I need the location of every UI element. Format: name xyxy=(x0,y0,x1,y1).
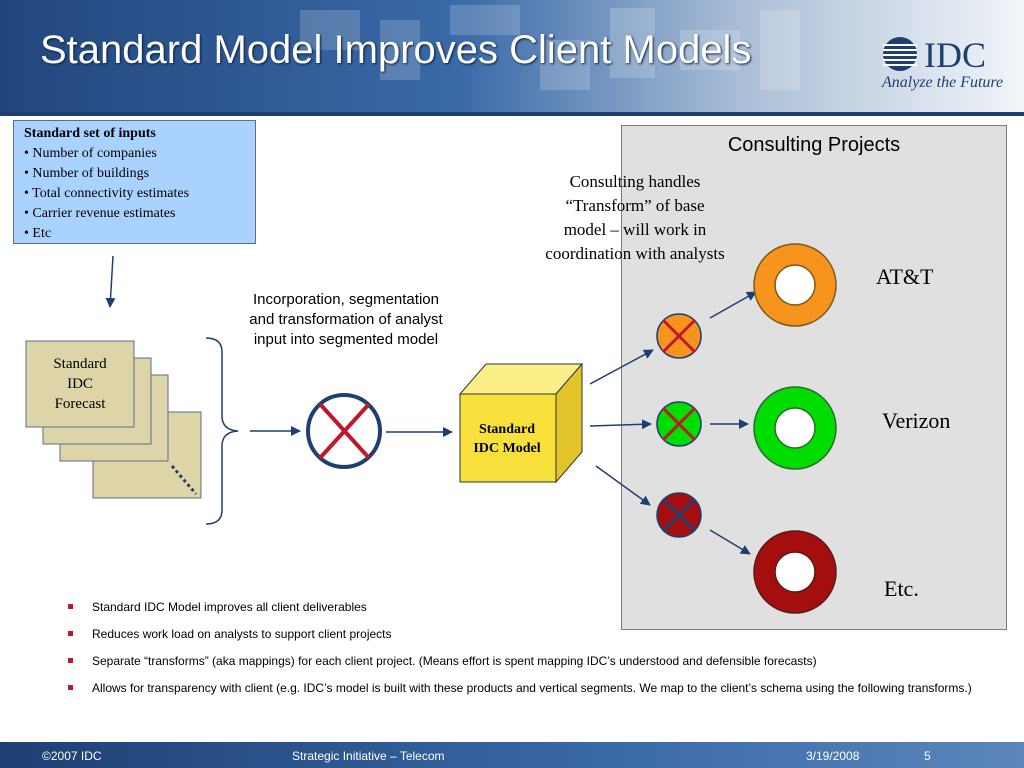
verizon-transform-node xyxy=(656,401,702,447)
consulting-note: Consulting handles “Transform” of base m… xyxy=(545,172,725,263)
etc-transform-node xyxy=(656,492,702,538)
page-title: Standard Model Improves Client Models xyxy=(40,28,752,72)
footer-date: 3/19/2008 xyxy=(806,749,860,763)
globe-icon xyxy=(883,37,917,71)
footer-title: Strategic Initiative – Telecom xyxy=(292,749,445,763)
bullet-list: Standard IDC Model improves all client d… xyxy=(68,600,1008,708)
slide-footer: ©2007 IDC Strategic Initiative – Telecom… xyxy=(0,742,1024,768)
client-att: AT&T xyxy=(876,264,934,289)
client-verizon: Verizon xyxy=(882,408,951,433)
client-etc: Etc. xyxy=(884,576,919,601)
bullet-item: Separate “transforms” (aka mappings) for… xyxy=(68,654,1008,669)
bullet-text: Allows for transparency with client (e.g… xyxy=(92,681,972,695)
model-label-line: Standard xyxy=(478,422,536,437)
bullet-marker xyxy=(68,685,73,690)
bullet-text: Separate “transforms” (aka mappings) for… xyxy=(92,654,817,668)
model-to-verizon-transform-arrow xyxy=(589,419,652,430)
etc-ring xyxy=(753,530,837,614)
model-to-etc-transform-arrow xyxy=(595,465,651,506)
model-label: Standard IDC Model xyxy=(462,420,552,458)
etc-arrow xyxy=(709,529,751,555)
header-divider xyxy=(0,112,1024,116)
bullet-item: Standard IDC Model improves all client d… xyxy=(68,600,1008,615)
att-arrow xyxy=(709,291,757,319)
bullet-item: Reduces work load on analysts to support… xyxy=(68,627,1008,642)
grouping-brace xyxy=(205,337,239,525)
forecast-label: Standard IDC Forecast xyxy=(28,354,132,414)
footer-copyright: ©2007 IDC xyxy=(42,749,102,763)
inputs-item: • Carrier revenue estimates xyxy=(24,206,176,221)
forecast-label-line: IDC xyxy=(67,376,93,392)
att-ring xyxy=(753,243,837,327)
transform-node xyxy=(306,393,382,469)
logo-tagline: Analyze the Future xyxy=(882,74,1004,91)
model-label-line: IDC Model xyxy=(473,441,541,456)
forecast-page-1 xyxy=(25,340,135,428)
inputs-item: • Number of companies xyxy=(24,146,157,161)
bullet-item: Allows for transparency with client (e.g… xyxy=(68,681,1008,696)
logo-wordmark: IDC xyxy=(924,35,986,75)
standard-idc-model-cube xyxy=(458,362,584,484)
bullet-marker xyxy=(68,604,73,609)
forecast-label-line: Forecast xyxy=(54,396,106,412)
forecast-label-line: Standard xyxy=(53,356,107,372)
att-transform-node xyxy=(656,313,702,359)
verizon-ring xyxy=(753,386,837,470)
model-to-att-transform-arrow xyxy=(589,349,654,385)
more-pages-dots xyxy=(170,465,198,495)
incorporation-text: Incorporation, segmentation and transfor… xyxy=(249,291,443,348)
page-number: 5 xyxy=(924,749,931,763)
inputs-arrow xyxy=(105,255,116,308)
header-texture xyxy=(300,5,800,90)
bullet-text: Standard IDC Model improves all client d… xyxy=(92,600,367,614)
idc-logo: IDC Analyze the Future xyxy=(878,34,1018,96)
bullet-marker xyxy=(68,658,73,663)
standard-inputs-box: Standard set of inputs • Number of compa… xyxy=(13,120,256,244)
bullet-marker xyxy=(68,631,73,636)
inputs-item: • Etc xyxy=(24,226,52,241)
inputs-heading: Standard set of inputs xyxy=(24,126,156,141)
inputs-item: • Number of buildings xyxy=(24,166,150,181)
inputs-item: • Total connectivity estimates xyxy=(24,186,190,201)
bullet-text: Reduces work load on analysts to support… xyxy=(92,627,392,641)
consulting-title: Consulting Projects xyxy=(727,134,901,156)
slide-header: Standard Model Improves Client Models ID… xyxy=(0,0,1024,112)
